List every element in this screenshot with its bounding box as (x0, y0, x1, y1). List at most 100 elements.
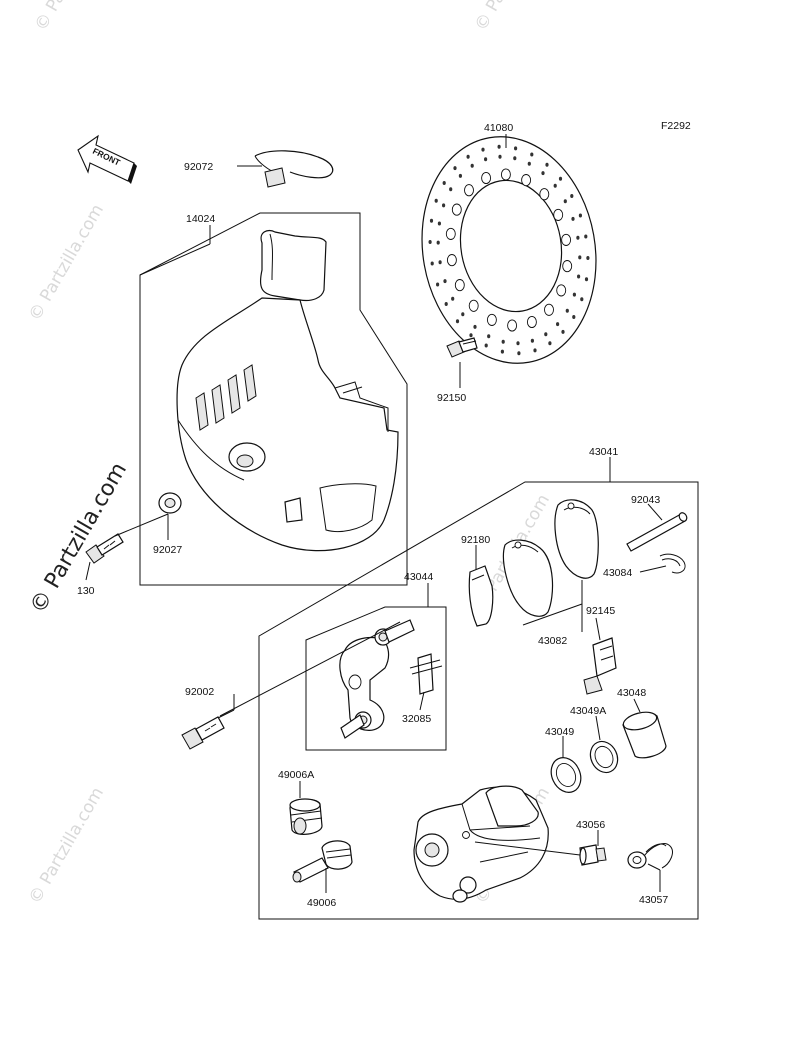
disc-hole (455, 319, 460, 324)
disc-hole (521, 174, 532, 187)
disc-hole (470, 163, 474, 168)
disc-hole (500, 349, 504, 354)
disc-hole (578, 213, 583, 218)
brake-pad-inner (554, 499, 599, 579)
disc-hole (530, 338, 535, 343)
disc-hole (556, 322, 560, 327)
part-label-41080: 41080 (484, 122, 513, 134)
caliper-assembly-box (258, 481, 699, 920)
disc-hole (556, 284, 567, 297)
disc-hole (553, 208, 564, 221)
disc-hole (449, 187, 453, 192)
disc-hole (442, 203, 446, 208)
disc-hole (453, 166, 457, 171)
part-labels: 41080 92072 14024 92150 43041 92043 9218… (77, 122, 668, 909)
pin-clip (659, 553, 686, 574)
disc-hole (481, 147, 485, 152)
slide-pin-boot (289, 798, 323, 835)
disc-hole (446, 254, 457, 267)
part-label-43056: 43056 (576, 819, 605, 831)
grommet (158, 492, 182, 514)
disc-bolt (446, 337, 478, 358)
leader-lines (85, 134, 667, 893)
bleed-valve-cap (627, 843, 673, 869)
disc-hole (513, 156, 517, 161)
disc-hole (561, 329, 565, 334)
disc-hole (580, 297, 584, 302)
disc-hole (578, 255, 582, 260)
disc-hole (577, 274, 581, 279)
disc-hole (586, 256, 590, 260)
disc-hole (544, 303, 554, 316)
part-label-92150: 92150 (437, 392, 466, 404)
part-label-14024: 14024 (186, 213, 215, 225)
disc-hole (516, 341, 520, 346)
disc-hole (548, 341, 552, 346)
disc-hole (544, 332, 548, 337)
disc-hole (486, 313, 497, 326)
disc-hole (434, 198, 438, 203)
disc-hole (473, 324, 477, 329)
part-label-43049A: 43049A (570, 705, 606, 717)
disc-hole (451, 203, 462, 216)
disc-hole (438, 260, 442, 265)
piston-seal (550, 757, 582, 793)
disc-hole (500, 168, 511, 181)
part-label-130: 130 (77, 585, 95, 597)
disc-hole (526, 315, 537, 329)
pad-pin (626, 512, 688, 552)
watermark-text: © Partzilla.com (31, 0, 114, 35)
part-label-43082: 43082 (538, 635, 567, 647)
disc-hole (437, 221, 441, 226)
disc-hole (517, 351, 521, 356)
caliper-bracket-box (305, 606, 447, 751)
watermark-text: © Partzilla.com (25, 201, 108, 325)
disc-hole (541, 171, 545, 176)
part-label-92145: 92145 (586, 605, 615, 617)
disc-hole (430, 261, 434, 266)
bleed-valve (579, 844, 607, 866)
disc-hole (442, 181, 446, 185)
watermark-text: © Partzilla.com (25, 784, 108, 908)
disc-hole (436, 240, 440, 245)
disc-hole (539, 188, 550, 201)
disc-hole (562, 260, 573, 273)
disc-hole (527, 161, 531, 166)
disc-holes (428, 144, 590, 356)
disc-hole (570, 194, 574, 198)
part-label-43057: 43057 (639, 894, 668, 906)
disc-hole (469, 333, 473, 338)
disc-hole (468, 299, 479, 312)
guard-bolt (85, 533, 124, 564)
disc-hole (454, 279, 465, 292)
pad-spring (583, 637, 617, 695)
part-label-43041: 43041 (589, 446, 618, 458)
disc-hole (436, 282, 440, 287)
disc-hole (484, 157, 488, 162)
disc-hole (445, 227, 456, 240)
brake-disc (421, 136, 597, 364)
brake-pad-outer (502, 539, 554, 617)
disc-hole (584, 234, 588, 239)
front-arrow-icon: FRONT (77, 134, 137, 184)
disc-hole (507, 319, 518, 332)
part-label-43044: 43044 (404, 571, 433, 583)
disc-hole (481, 171, 492, 185)
disc-hole (530, 152, 534, 157)
disc-hole (514, 146, 518, 151)
part-label-92072: 92072 (184, 161, 213, 173)
fork-guard (176, 229, 399, 552)
disc-hole (565, 308, 569, 313)
disc-hole (443, 279, 447, 284)
fork-guard-group-box (139, 212, 408, 586)
part-label-49006: 49006 (307, 897, 336, 909)
part-label-92027: 92027 (153, 544, 182, 556)
disc-hole (484, 343, 488, 348)
disc-hole (558, 176, 563, 181)
part-label-92043: 92043 (631, 494, 660, 506)
caliper-bracket (339, 619, 415, 739)
pad-holder (409, 653, 443, 695)
disc-hole (429, 218, 434, 223)
caliper-body (413, 785, 549, 903)
